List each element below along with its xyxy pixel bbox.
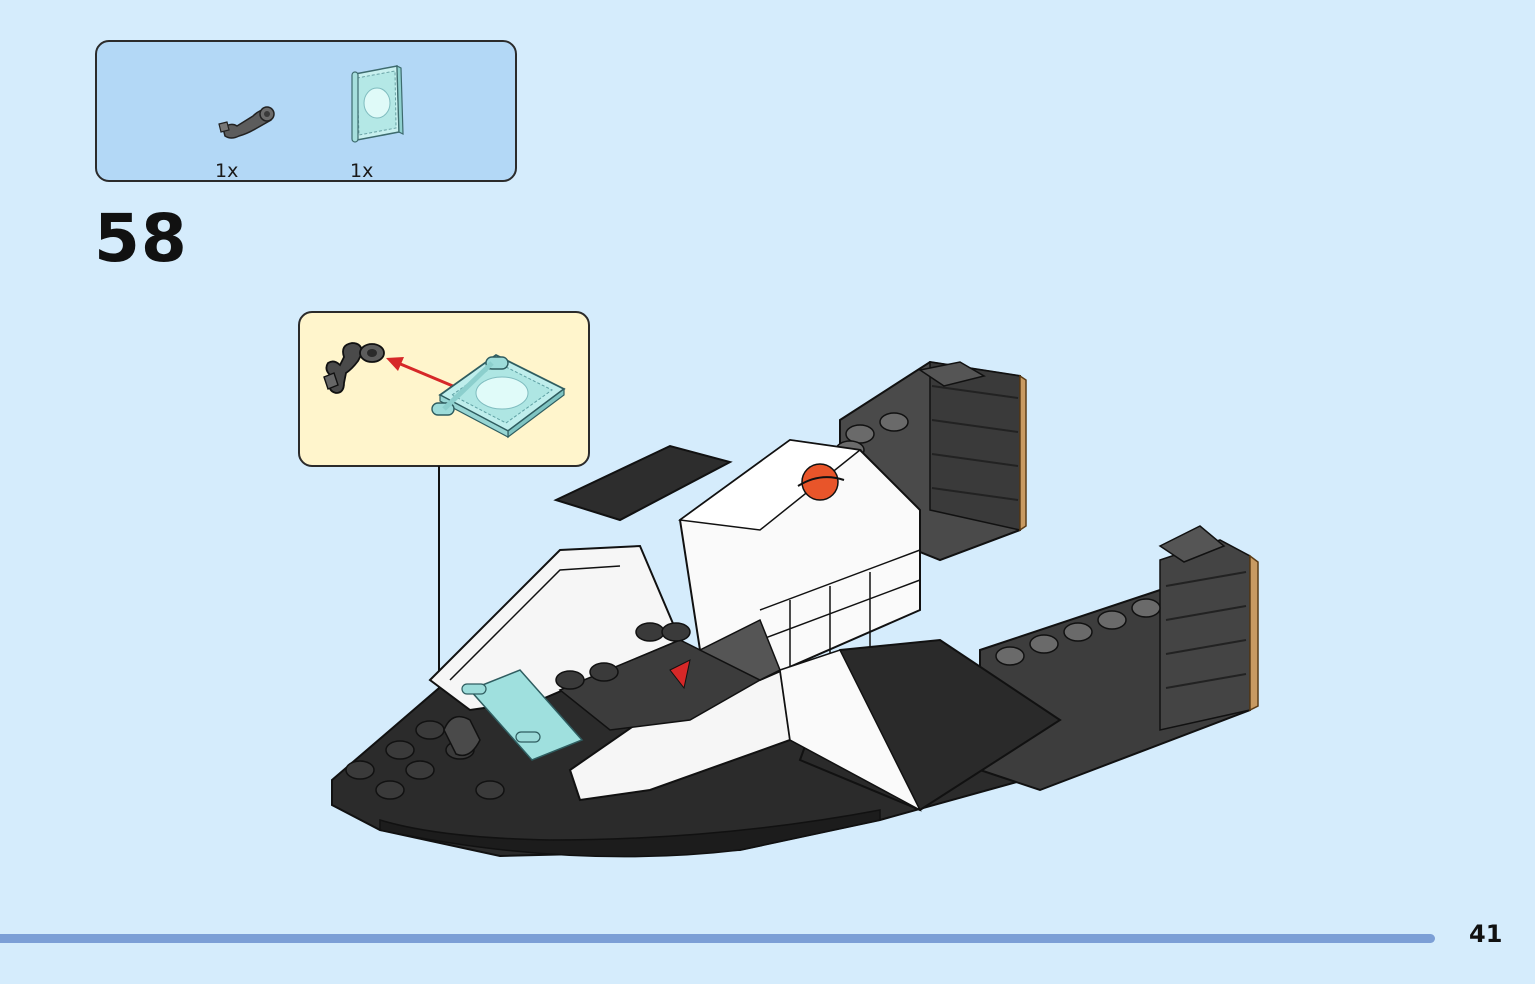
part-item-arm: 1x [213,60,293,182]
step-number: 58 [94,200,188,277]
page-number: 41 [1469,920,1503,948]
parts-list-box: 1x 1x [95,40,517,182]
tile-piece-icon [431,353,566,439]
transparent-printed-tile-icon [351,65,404,143]
part-quantity: 1x [350,160,374,182]
page-footer-bar [0,934,1435,943]
minifig-arm-clip-icon [218,106,275,139]
sub-assembly-callout [298,311,590,467]
placed-tile-icon [443,669,584,761]
space-shuttle-model-illustration [331,360,1259,858]
assembly-arrow-icon [386,357,461,391]
part-item-tile: 1x [347,60,427,182]
arm-piece-icon [323,342,385,394]
part-quantity: 1x [215,160,239,182]
sub-assembly-illustration [323,342,566,439]
